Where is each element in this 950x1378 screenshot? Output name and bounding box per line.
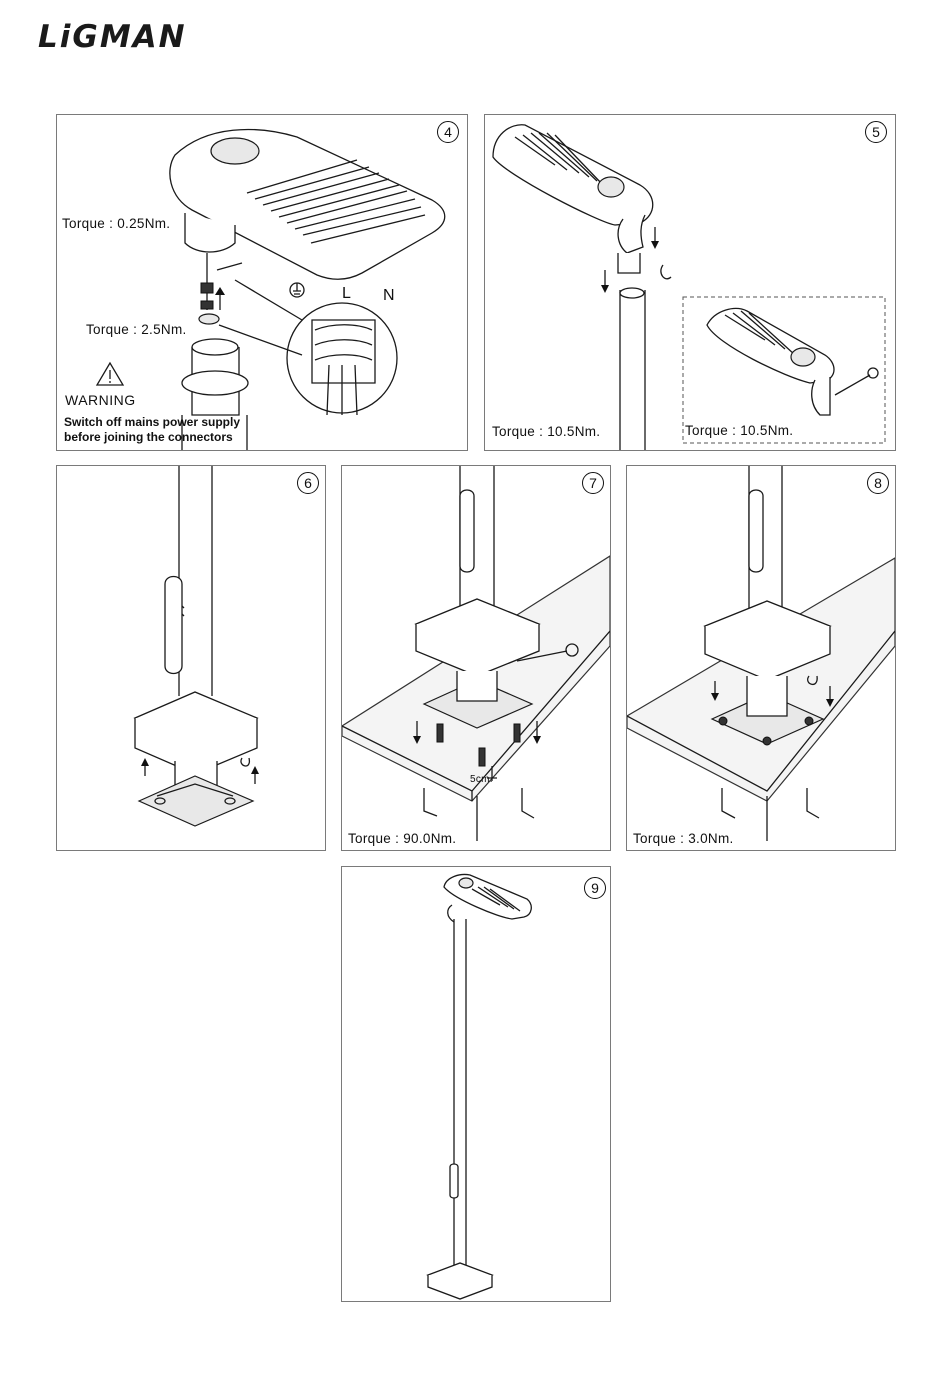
panel-step-6: 6 — [56, 465, 326, 851]
step-6-illustration — [57, 466, 325, 850]
step-number: 6 — [297, 472, 319, 494]
panel-step-9: 9 — [341, 866, 611, 1302]
step-number: 4 — [437, 121, 459, 143]
torque-label: Torque : 3.0Nm. — [633, 831, 734, 846]
live-wire-label: L — [342, 285, 351, 303]
warning-title: WARNING — [65, 392, 136, 408]
torque-label-left: Torque : 10.5Nm. — [492, 424, 600, 439]
torque-label-top: Torque : 0.25Nm. — [62, 216, 170, 231]
neutral-wire-label: N — [383, 287, 395, 305]
step-8-illustration — [627, 466, 895, 850]
torque-label: Torque : 90.0Nm. — [348, 831, 456, 846]
dimension-label: 5cm. — [470, 774, 493, 785]
torque-label-mid: Torque : 2.5Nm. — [86, 322, 187, 337]
logo-text: LiGMAN — [38, 19, 187, 52]
torque-label-right: Torque : 10.5Nm. — [685, 423, 793, 438]
step-7-illustration — [342, 466, 610, 850]
ligman-logo: LiGMAN — [38, 18, 228, 52]
step-number: 7 — [582, 472, 604, 494]
panel-step-5: 5 Torque : 10.5Nm. Torque : 10.5Nm. — [484, 114, 896, 451]
warning-line-2: before joining the connectors — [64, 430, 233, 445]
step-number: 5 — [865, 121, 887, 143]
warning-line-1: Switch off mains power supply — [64, 415, 240, 430]
panel-step-8: 8 Torque : 3.0Nm. — [626, 465, 896, 851]
step-5-illustration — [485, 115, 895, 450]
step-9-illustration — [342, 867, 610, 1301]
step-number: 9 — [584, 877, 606, 899]
panel-step-4: 4 Torque : 0.25Nm. Torque : 2.5Nm. L N W… — [56, 114, 468, 451]
panel-step-7: 7 5cm. Torque : 90.0Nm. — [341, 465, 611, 851]
step-number: 8 — [867, 472, 889, 494]
